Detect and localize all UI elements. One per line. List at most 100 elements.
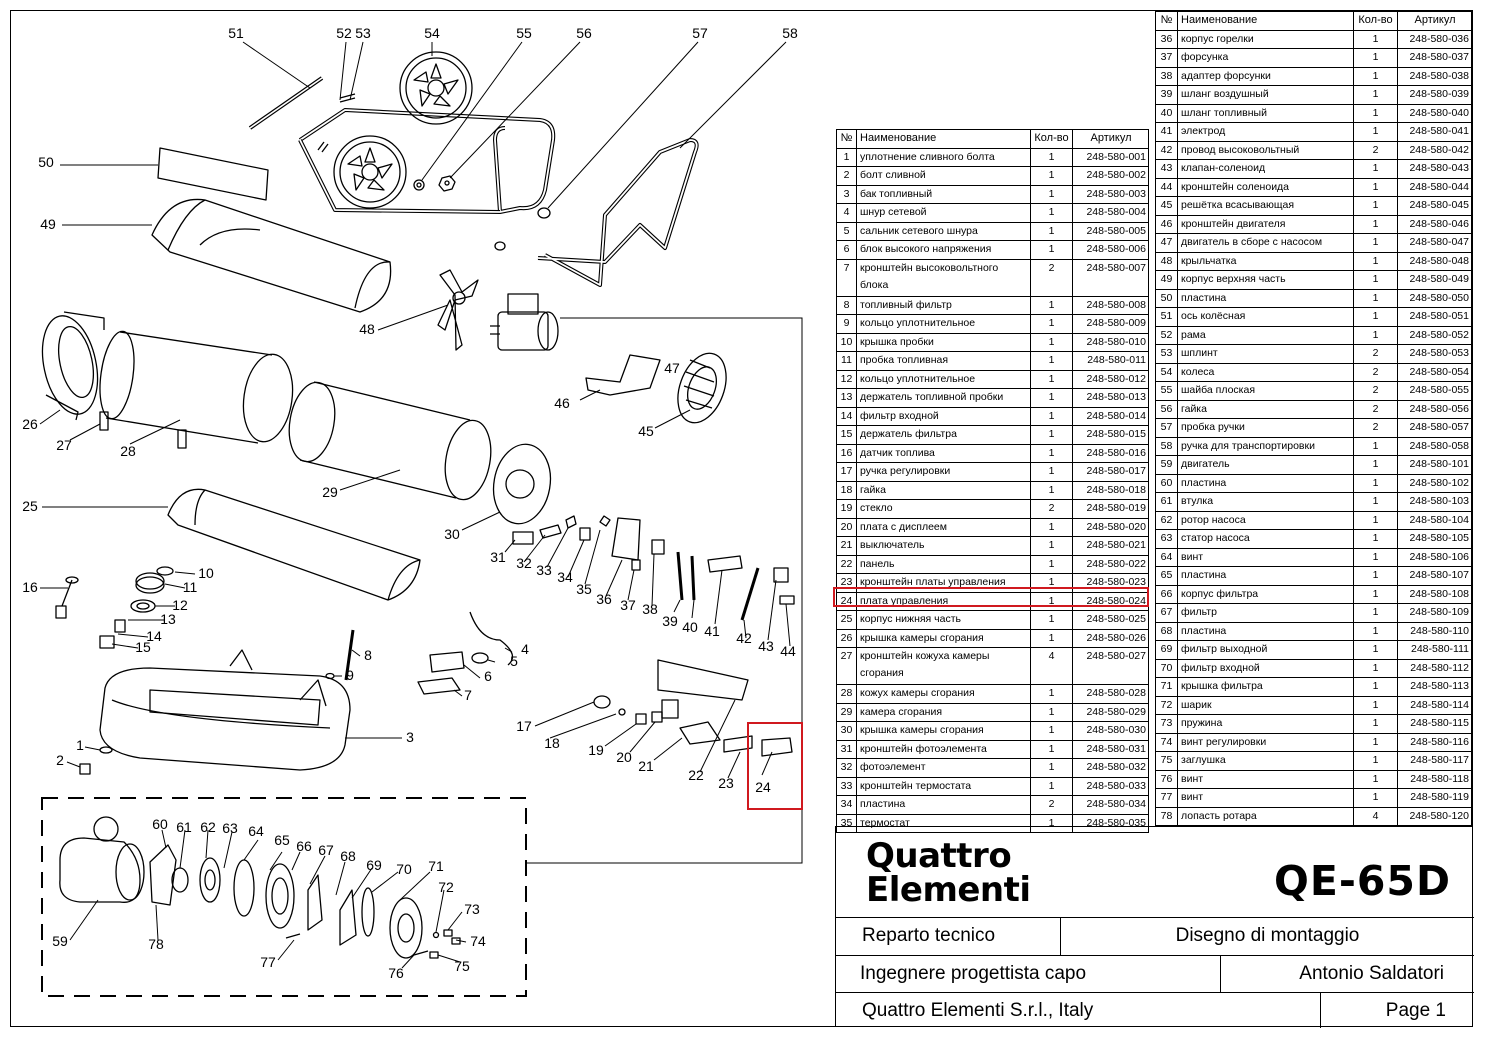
- callout-61: 61: [176, 819, 192, 835]
- cell-article: 248-580-042: [1397, 140, 1472, 160]
- callout-26: 26: [22, 416, 38, 432]
- callout-66: 66: [296, 838, 312, 854]
- callout-32: 32: [516, 555, 532, 571]
- cell-no: 69: [1155, 640, 1178, 660]
- model-number: QE-65D: [1274, 857, 1451, 905]
- cell-article: 248-580-001: [1072, 147, 1149, 167]
- callout-17: 17: [516, 718, 532, 734]
- cell-no: 13: [836, 388, 857, 408]
- cell-name: кронштейн соленоида: [1177, 177, 1354, 197]
- callout-58: 58: [782, 25, 798, 41]
- cell-qty: 1: [1353, 492, 1398, 512]
- cell-name: ось колёсная: [1177, 307, 1354, 327]
- cell-article: 248-580-035: [1072, 813, 1149, 833]
- callout-36: 36: [596, 591, 612, 607]
- cell-article: 248-580-030: [1072, 721, 1149, 741]
- callout-73: 73: [464, 901, 480, 917]
- cell-name: шланг воздушный: [1177, 85, 1354, 105]
- cell-qty: 1: [1353, 788, 1398, 808]
- cell-qty: 1: [1030, 406, 1073, 426]
- callout-51: 51: [228, 25, 244, 41]
- cell-no: 55: [1155, 381, 1178, 401]
- header-no: №: [1155, 11, 1178, 31]
- cell-qty: 1: [1353, 196, 1398, 216]
- cell-name: топливный фильтр: [856, 295, 1031, 315]
- header-name: Наименование: [856, 129, 1031, 149]
- cell-article: 248-580-036: [1397, 29, 1472, 49]
- cell-name: ротор насоса: [1177, 510, 1354, 530]
- cell-qty: 1: [1030, 776, 1073, 796]
- header-qty: Кол-во: [1030, 129, 1073, 149]
- callout-10: 10: [198, 565, 214, 581]
- engineer-name: Antonio Saldatori: [1220, 956, 1474, 992]
- cell-article: 248-580-045: [1397, 196, 1472, 216]
- cell-article: 248-580-018: [1072, 480, 1149, 500]
- cell-article: 248-580-011: [1072, 351, 1149, 371]
- cell-no: 3: [836, 184, 857, 204]
- cell-name: пробка топливная: [856, 351, 1031, 371]
- cell-no: 4: [836, 203, 857, 223]
- cell-article: 248-580-027: [1072, 647, 1149, 685]
- cell-no: 44: [1155, 177, 1178, 197]
- cell-no: 39: [1155, 85, 1178, 105]
- cell-name: корпус нижняя часть: [856, 610, 1031, 630]
- callout-35: 35: [576, 581, 592, 597]
- callout-38: 38: [642, 601, 658, 617]
- company-logo: Quattro Elementi: [866, 839, 1031, 907]
- cell-article: 248-580-017: [1072, 462, 1149, 482]
- callout-40: 40: [682, 619, 698, 635]
- cell-no: 42: [1155, 140, 1178, 160]
- cell-no: 58: [1155, 436, 1178, 456]
- cell-article: 248-580-114: [1397, 695, 1472, 715]
- cell-article: 248-580-031: [1072, 739, 1149, 759]
- cell-qty: 1: [1030, 295, 1073, 315]
- cell-name: стекло: [856, 499, 1031, 519]
- cell-name: крышка камеры сгорания: [856, 721, 1031, 741]
- cell-name: болт сливной: [856, 166, 1031, 186]
- cell-no: 65: [1155, 566, 1178, 586]
- header-qty: Кол-во: [1353, 11, 1398, 31]
- cell-no: 29: [836, 702, 857, 722]
- cell-no: 76: [1155, 769, 1178, 789]
- cell-qty: 2: [1353, 399, 1398, 419]
- cell-no: 62: [1155, 510, 1178, 530]
- callout-50: 50: [38, 154, 54, 170]
- title-row-engineer: Ingegnere progettista capo Antonio Salda…: [836, 955, 1474, 992]
- callout-49: 49: [40, 216, 56, 232]
- cell-no: 31: [836, 739, 857, 759]
- cell-article: 248-580-106: [1397, 547, 1472, 567]
- cell-article: 248-580-004: [1072, 203, 1149, 223]
- cell-qty: 1: [1353, 29, 1398, 49]
- callout-15: 15: [135, 639, 151, 655]
- callout-14: 14: [146, 628, 162, 644]
- cell-name: фильтр: [1177, 603, 1354, 623]
- cell-no: 36: [1155, 29, 1178, 49]
- cell-name: крыльчатка: [1177, 251, 1354, 271]
- cell-name: шланг топливный: [1177, 103, 1354, 123]
- cell-no: 64: [1155, 547, 1178, 567]
- cell-qty: 1: [1030, 610, 1073, 630]
- table-header-row: № Наименование Кол-во Артикул: [1155, 11, 1472, 31]
- callout-44: 44: [780, 643, 796, 659]
- cell-no: 53: [1155, 344, 1178, 364]
- cell-name: термостат: [856, 813, 1031, 833]
- cell-name: фотоэлемент: [856, 758, 1031, 778]
- cell-name: клапан-соленоид: [1177, 159, 1354, 179]
- callout-56: 56: [576, 25, 592, 41]
